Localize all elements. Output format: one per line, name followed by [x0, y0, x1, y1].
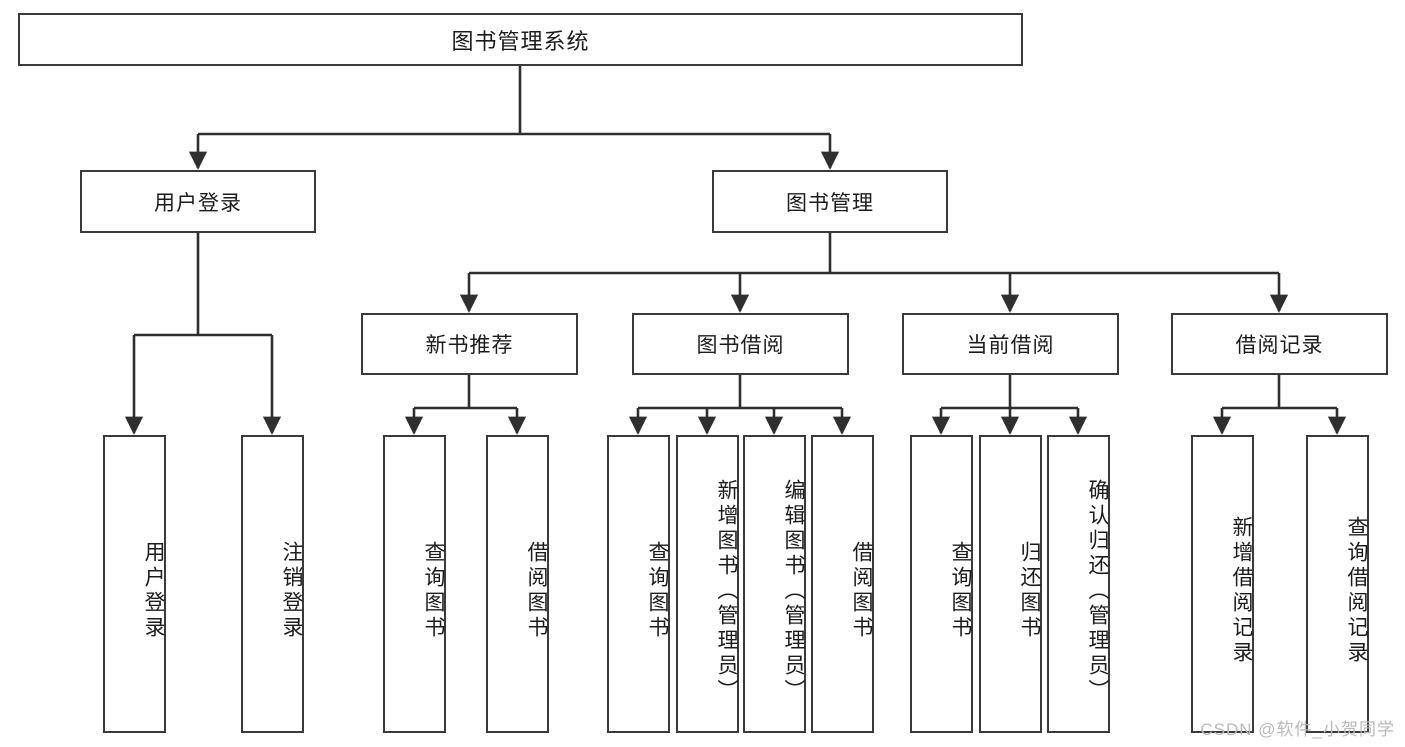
- leaf-user-login-signout[interactable]: 注销登录: [241, 435, 304, 733]
- node-label: 新增借阅记录: [1230, 516, 1253, 666]
- node-label: 查询图书: [422, 541, 445, 641]
- node-book-borrowing[interactable]: 图书借阅: [632, 313, 849, 375]
- node-label: 借阅图书: [850, 541, 873, 641]
- leaf-book-borrow-query[interactable]: 查询图书: [607, 435, 670, 733]
- node-label: 新增图书（管理员）: [715, 478, 738, 704]
- leaf-book-borrow-borrow[interactable]: 借阅图书: [811, 435, 874, 733]
- leaf-current-borrow-confirm-admin[interactable]: 确认归还（管理员）: [1047, 435, 1110, 733]
- leaf-user-login-signin[interactable]: 用户登录: [103, 435, 166, 733]
- node-label: 查询借阅记录: [1345, 516, 1368, 666]
- node-label: 借阅图书: [525, 541, 548, 641]
- node-user-login[interactable]: 用户登录: [80, 170, 316, 233]
- node-label: 查询图书: [949, 541, 972, 641]
- node-current-borrowing[interactable]: 当前借阅: [902, 313, 1119, 375]
- node-book-management[interactable]: 图书管理: [712, 170, 948, 233]
- node-label: 图书管理: [786, 191, 874, 215]
- leaf-borrow-record-query[interactable]: 查询借阅记录: [1306, 435, 1369, 733]
- leaf-current-borrow-return[interactable]: 归还图书: [979, 435, 1042, 733]
- node-label: 当前借阅: [966, 334, 1055, 357]
- node-label: 用户登录: [154, 191, 242, 215]
- node-label: 编辑图书（管理员）: [782, 478, 805, 704]
- node-label: 借阅记录: [1235, 334, 1324, 357]
- node-label: 归还图书: [1018, 541, 1041, 641]
- node-label: 注销登录: [280, 541, 303, 641]
- leaf-new-book-query[interactable]: 查询图书: [383, 435, 446, 733]
- leaf-borrow-record-add[interactable]: 新增借阅记录: [1191, 435, 1254, 733]
- node-borrowing-record[interactable]: 借阅记录: [1171, 313, 1388, 375]
- node-label: 新书推荐: [425, 334, 514, 357]
- node-book-management-system[interactable]: 图书管理系统: [18, 13, 1023, 66]
- leaf-book-borrow-add-admin[interactable]: 新增图书（管理员）: [676, 435, 739, 733]
- node-label: 确认归还（管理员）: [1086, 478, 1109, 704]
- node-label: 图书管理系统: [451, 28, 590, 54]
- node-label: 图书借阅: [696, 334, 785, 357]
- leaf-new-book-borrow[interactable]: 借阅图书: [486, 435, 549, 733]
- leaf-current-borrow-query[interactable]: 查询图书: [910, 435, 973, 733]
- node-label: 用户登录: [142, 541, 165, 641]
- node-label: 查询图书: [646, 541, 669, 641]
- node-new-book-recommendation[interactable]: 新书推荐: [361, 313, 578, 375]
- leaf-book-borrow-edit-admin[interactable]: 编辑图书（管理员）: [743, 435, 806, 733]
